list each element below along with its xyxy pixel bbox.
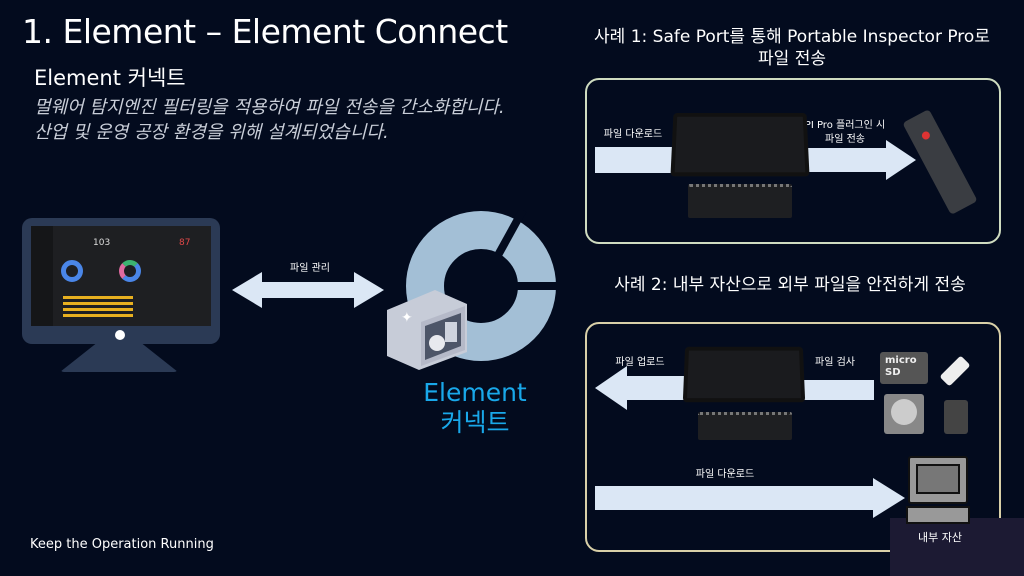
safe-icon: ✦	[387, 290, 467, 370]
arrow-bar-icon	[800, 380, 874, 400]
upload-label: 파일 업로드	[615, 357, 665, 368]
hard-disk-icon	[884, 394, 924, 434]
case1-title: 사례 1: Safe Port를 통해 Portable Inspector P…	[594, 27, 990, 69]
case1-out-label: PI Pro 플러그인 시 파일 전송	[804, 120, 886, 145]
case1-in-label: 파일 다운로드	[603, 129, 663, 140]
asset-label-bg	[890, 518, 1024, 576]
safe-port-box	[688, 184, 792, 218]
monitor-stand	[60, 344, 178, 372]
external-drive-icon	[944, 400, 968, 434]
double-arrow-icon	[232, 272, 384, 308]
scan-label: 파일 검사	[815, 357, 855, 368]
case1-panel	[585, 78, 1001, 244]
case2-title: 사례 2: 내부 자산으로 외부 파일을 안전하게 전송	[614, 275, 966, 295]
download-label: 파일 다운로드	[695, 469, 755, 480]
arrow-right-icon	[595, 147, 685, 173]
dashboard-screen: 103 87	[31, 226, 211, 326]
safe-port-box	[698, 412, 792, 440]
product-name-line1: Element	[423, 378, 527, 407]
page-title: 1. Element – Element Connect	[22, 12, 508, 51]
computer-icon	[906, 456, 970, 524]
power-button-icon	[115, 330, 125, 340]
file-management-label: 파일 관리	[290, 263, 330, 274]
footer-tagline: Keep the Operation Running	[30, 537, 214, 552]
description: 멀웨어 탐지엔진 필터링을 적용하여 파일 전송을 간소화합니다. 산업 및 운…	[34, 97, 505, 143]
safe-port-screen	[670, 113, 810, 177]
arrow-right-icon	[595, 478, 905, 518]
svg-text:✦: ✦	[401, 310, 413, 326]
dashboard-monitor: 103 87	[22, 218, 220, 344]
arrow-right-icon	[800, 140, 916, 180]
dashboard-value-2: 87	[179, 238, 191, 248]
dashboard-value-1: 103	[93, 238, 111, 248]
case2-panel	[585, 322, 1001, 552]
product-name-line2: 커넥트	[440, 408, 510, 437]
arrow-left-icon	[595, 366, 695, 410]
product-name: Element 커넥트	[420, 378, 530, 438]
microsd-icon: micro SD	[880, 352, 928, 384]
asset-label: 내부 자산	[918, 531, 962, 544]
safe-port-screen	[682, 346, 806, 403]
element-logo-icon	[406, 210, 557, 361]
subtitle: Element 커넥트	[34, 66, 186, 90]
